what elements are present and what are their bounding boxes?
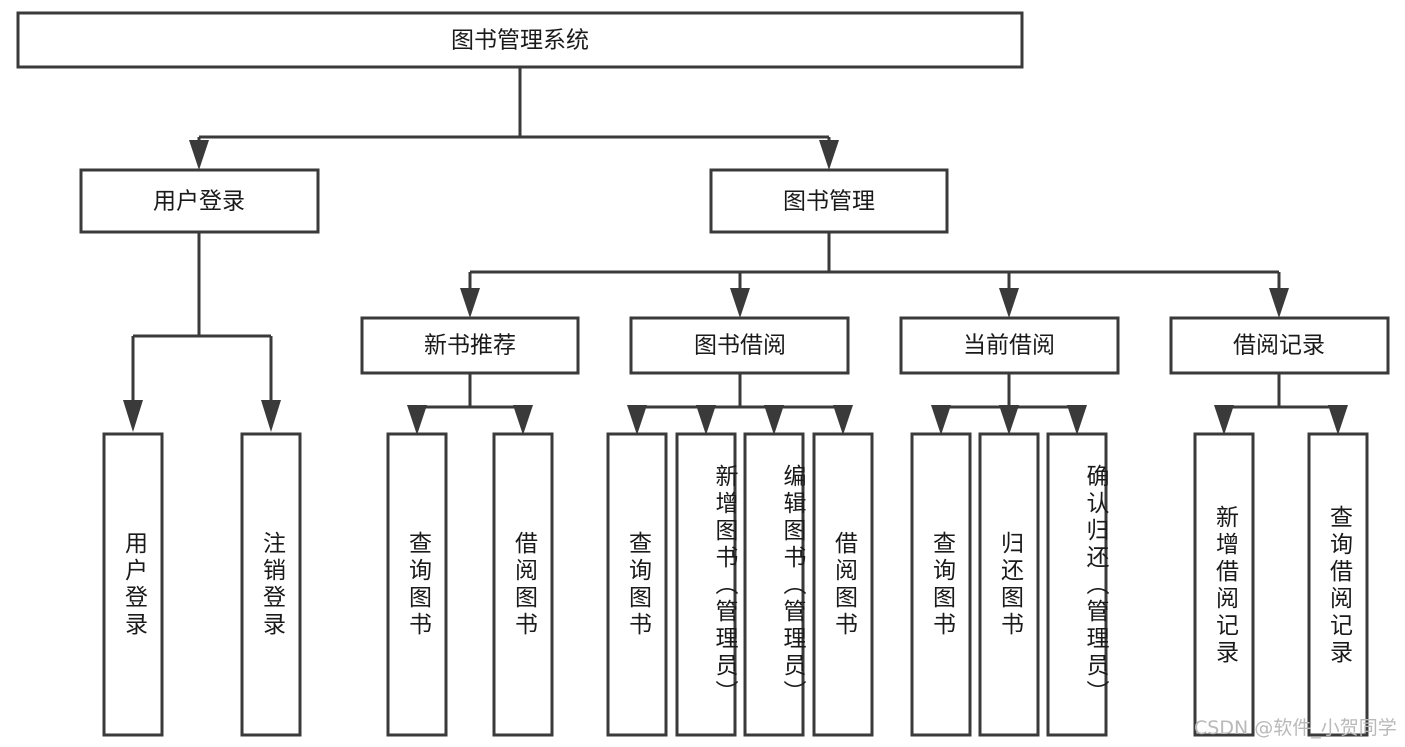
node-borrow-record-box[interactable] <box>1169 316 1390 375</box>
connector-group-user-login <box>123 232 281 432</box>
arrowhead-book-management <box>819 140 839 170</box>
arrowhead-leaf-return-book <box>999 405 1019 435</box>
node-leaf-add-record-box[interactable] <box>1193 432 1255 737</box>
arrowhead-leaf-confirm-return <box>1067 405 1087 435</box>
arrowhead-user-login <box>189 140 209 170</box>
node-borrow-record[interactable]: 借阅记录 <box>1169 316 1390 375</box>
arrowhead-book-borrow <box>730 288 750 318</box>
arrowhead-leaf-user-login <box>123 400 143 432</box>
node-leaf-query-book-1-box[interactable] <box>386 432 448 737</box>
node-leaf-query-record-box[interactable] <box>1307 432 1369 737</box>
arrowhead-leaf-query-book-1 <box>407 405 427 435</box>
arrowhead-current-borrow <box>999 288 1019 318</box>
node-leaf-user-login-box[interactable] <box>102 432 164 737</box>
connector-group-root <box>189 67 839 170</box>
csdn-watermark: CSDN @软件_小贺同学 <box>1194 717 1397 739</box>
node-leaf-query-book-2-box[interactable] <box>606 432 668 737</box>
node-current-borrow-box[interactable] <box>899 316 1120 375</box>
connector-group-book-management <box>460 232 1289 318</box>
arrowhead-leaf-borrow-book-1 <box>513 405 533 435</box>
arrowhead-leaf-add-record <box>1214 405 1234 435</box>
arrowhead-leaf-query-record <box>1328 405 1348 435</box>
node-book-management-label: 图书管理 <box>783 189 875 215</box>
node-book-borrow-label: 图书借阅 <box>694 333 786 359</box>
node-leaf-borrow-book-2-box[interactable] <box>812 432 874 737</box>
node-book-management-box[interactable] <box>709 168 949 234</box>
node-borrow-record-label: 借阅记录 <box>1233 333 1325 359</box>
arrowhead-leaf-borrow-book-2 <box>833 405 853 435</box>
node-leaf-return-book-box[interactable] <box>978 432 1040 737</box>
arrowhead-leaf-edit-book <box>764 405 784 435</box>
arrowhead-new-book-recommend <box>460 288 480 318</box>
node-leaf-query-book-3-box[interactable] <box>910 432 972 737</box>
connector-group-book-borrow <box>627 373 853 435</box>
node-root-label: 图书管理系统 <box>451 28 589 54</box>
node-user-login-label: 用户登录 <box>153 189 245 215</box>
node-book-management[interactable]: 图书管理 <box>709 168 949 234</box>
node-user-login-box[interactable] <box>79 168 320 234</box>
node-current-borrow-label: 当前借阅 <box>963 333 1055 359</box>
node-user-login[interactable]: 用户登录 <box>79 168 320 234</box>
node-book-borrow[interactable]: 图书借阅 <box>629 316 850 375</box>
node-root-box[interactable] <box>16 11 1024 69</box>
arrowhead-leaf-query-book-2 <box>627 405 647 435</box>
node-new-book-recommend-label: 新书推荐 <box>424 333 516 359</box>
node-new-book-recommend-box[interactable] <box>360 316 580 375</box>
node-leaf-add-book-box[interactable] <box>675 432 737 737</box>
connector-group-new-book-recommend <box>407 373 533 435</box>
node-leaf-confirm-return-box[interactable] <box>1046 432 1108 737</box>
node-leaf-borrow-book-1-box[interactable] <box>492 432 554 737</box>
connector-group-borrow-record <box>1214 373 1348 435</box>
arrowhead-borrow-record <box>1269 288 1289 318</box>
node-book-borrow-box[interactable] <box>629 316 850 375</box>
connector-group-current-borrow <box>931 373 1087 435</box>
node-current-borrow[interactable]: 当前借阅 <box>899 316 1120 375</box>
node-new-book-recommend[interactable]: 新书推荐 <box>360 316 580 375</box>
arrowhead-leaf-add-book <box>696 405 716 435</box>
arrowhead-leaf-query-book-3 <box>931 405 951 435</box>
node-leaf-edit-book-box[interactable] <box>743 432 805 737</box>
arrowhead-leaf-logout-login <box>261 400 281 432</box>
node-leaf-logout-login-box[interactable] <box>240 432 302 737</box>
node-root[interactable]: 图书管理系统 <box>16 11 1024 69</box>
